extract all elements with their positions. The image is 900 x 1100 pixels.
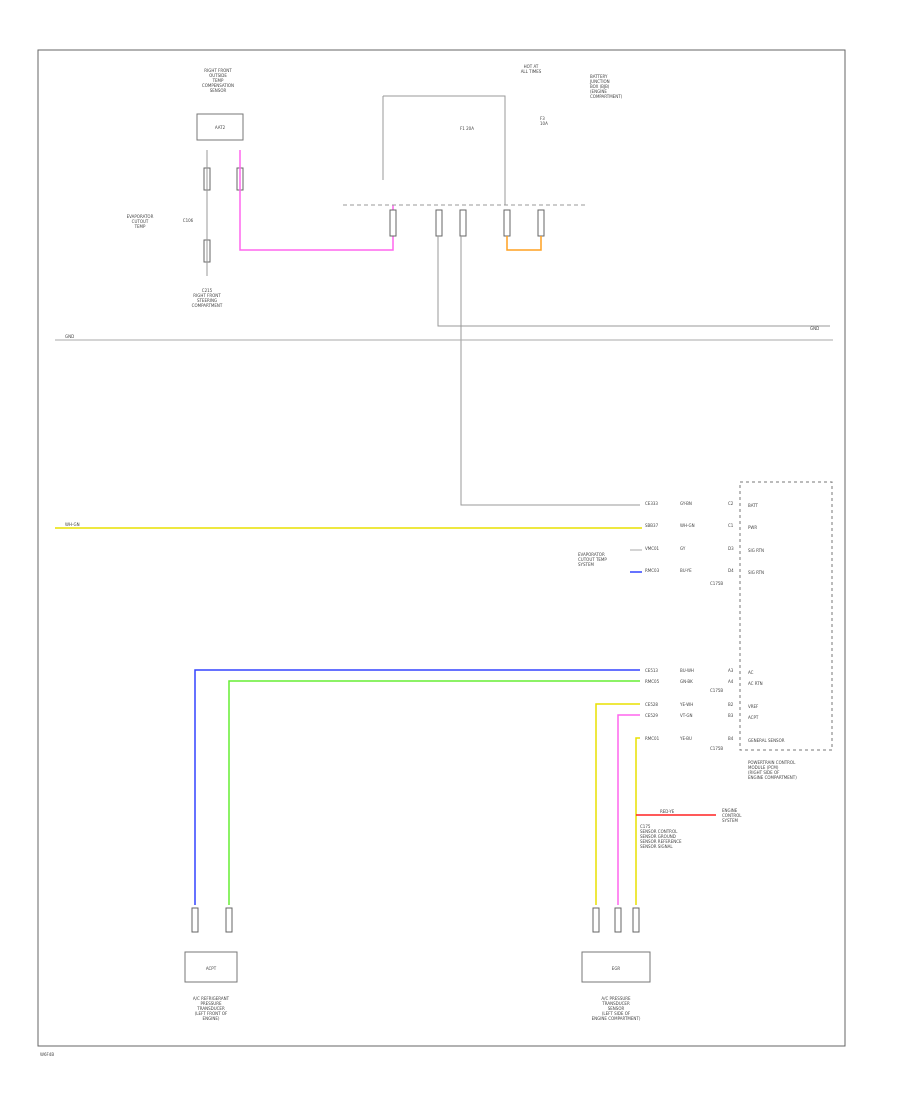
top-left-box-label: AAT2 (215, 125, 226, 130)
pin-color-3: GY (680, 546, 686, 551)
module-box-label: GENERAL SENSOR (748, 738, 785, 743)
bottom-left-connector-b (225, 907, 233, 933)
bottom-right-connector-a (592, 907, 600, 933)
pin-color-1: GY-BN (680, 501, 692, 506)
pin-color-4: BU-YE (680, 568, 692, 573)
bottom-left-sensor-box (184, 951, 238, 983)
bottom-right-connector-c (632, 907, 640, 933)
pin-label-4: SIG RTN (748, 570, 764, 575)
fuse-connector-5 (537, 209, 545, 237)
ground-right-label: GND (810, 326, 819, 331)
footer-code: W6F4B (40, 1052, 54, 1057)
fuse-busbar (383, 95, 506, 205)
pin-label-8: ACPT (748, 715, 759, 720)
fuse-connector-2 (435, 209, 443, 237)
pin-circuit-6: RMC05 (645, 679, 660, 684)
pin-label-2: PWR (748, 525, 757, 530)
bottom-right-sensor-box-label: EGR (612, 966, 621, 971)
wire-green (228, 680, 640, 905)
module-conn-c2: C175B (710, 688, 723, 693)
pin-num-8: B3 (728, 713, 734, 718)
wire-orange (506, 236, 542, 251)
wire-pink (239, 150, 394, 251)
pin-circuit-4: RMC03 (645, 568, 660, 573)
pin-color-6: GN-BK (680, 679, 693, 684)
pin-circuit-7: CE528 (645, 702, 658, 707)
wire-gray-to-pcm (460, 236, 640, 506)
pin-num-5: A3 (728, 668, 734, 673)
fuse-connector-4 (503, 209, 511, 237)
pin-circuit-8: CE529 (645, 713, 658, 718)
pin-num-9: B4 (728, 736, 734, 741)
pin-color-2: WH-GN (680, 523, 695, 528)
fuse-connector-1 (389, 209, 397, 237)
pin-num-7: B2 (728, 702, 734, 707)
pin-label-3: SIG RTN (748, 548, 764, 553)
wire-gray-to-ground (437, 236, 830, 327)
pin-label-5: AC (748, 670, 754, 675)
pin-color-9: YE-BU (679, 736, 692, 741)
red-wire-label: RED-YE (660, 809, 675, 814)
pin-circuit-9: RMC01 (645, 736, 660, 741)
fuse-connector-3 (459, 209, 467, 237)
pin-color-5: BU-WH (680, 668, 694, 673)
pin-label-6: AC RTN (748, 681, 763, 686)
bottom-left-connector-a (191, 907, 199, 933)
fuse-small-label: F1 20A (460, 126, 474, 131)
pin-color-7: YE-WH (679, 702, 693, 707)
pin-color-8: VT-GN (680, 713, 693, 718)
bottom-left-sensor-box-label: ACPT (206, 966, 217, 971)
pin-num-4: D4 (728, 568, 734, 573)
pin-label-7: VREF (748, 704, 759, 709)
module-conn-c1: C175B (710, 581, 723, 586)
pin-label-1: BATT (748, 503, 759, 508)
pin-num-6: A4 (728, 679, 734, 684)
pin-num-2: C1 (728, 523, 734, 528)
yellow-left-label: WH-GN (65, 522, 80, 527)
wire-blue (194, 669, 640, 905)
pcm-pin-rows: CE333 GY-BN C2 BATT SBB37 WH-GN C1 PWR V… (578, 501, 764, 741)
module-conn-c3: C175B (710, 746, 723, 751)
wire-yellow-drop (595, 703, 640, 905)
wire-yellow-second (635, 737, 640, 905)
pin-circuit-2: SBB37 (645, 523, 659, 528)
ground-line-label: GND (65, 334, 74, 339)
top-left-sensor-box (196, 113, 244, 141)
bottom-right-connector-b (614, 907, 622, 933)
wire-pink-drop (617, 714, 640, 905)
pcm-box (739, 481, 833, 751)
mid-left-right-label: C106 (183, 218, 194, 223)
pin-circuit-1: CE333 (645, 501, 658, 506)
diagram-frame (37, 49, 846, 1047)
pin-circuit-5: CE513 (645, 668, 658, 673)
pin-num-3: D3 (728, 546, 734, 551)
bottom-right-sensor-box (581, 951, 651, 983)
pin-circuit-3: VMC01 (645, 546, 660, 551)
pin-num-1: C2 (728, 501, 734, 506)
